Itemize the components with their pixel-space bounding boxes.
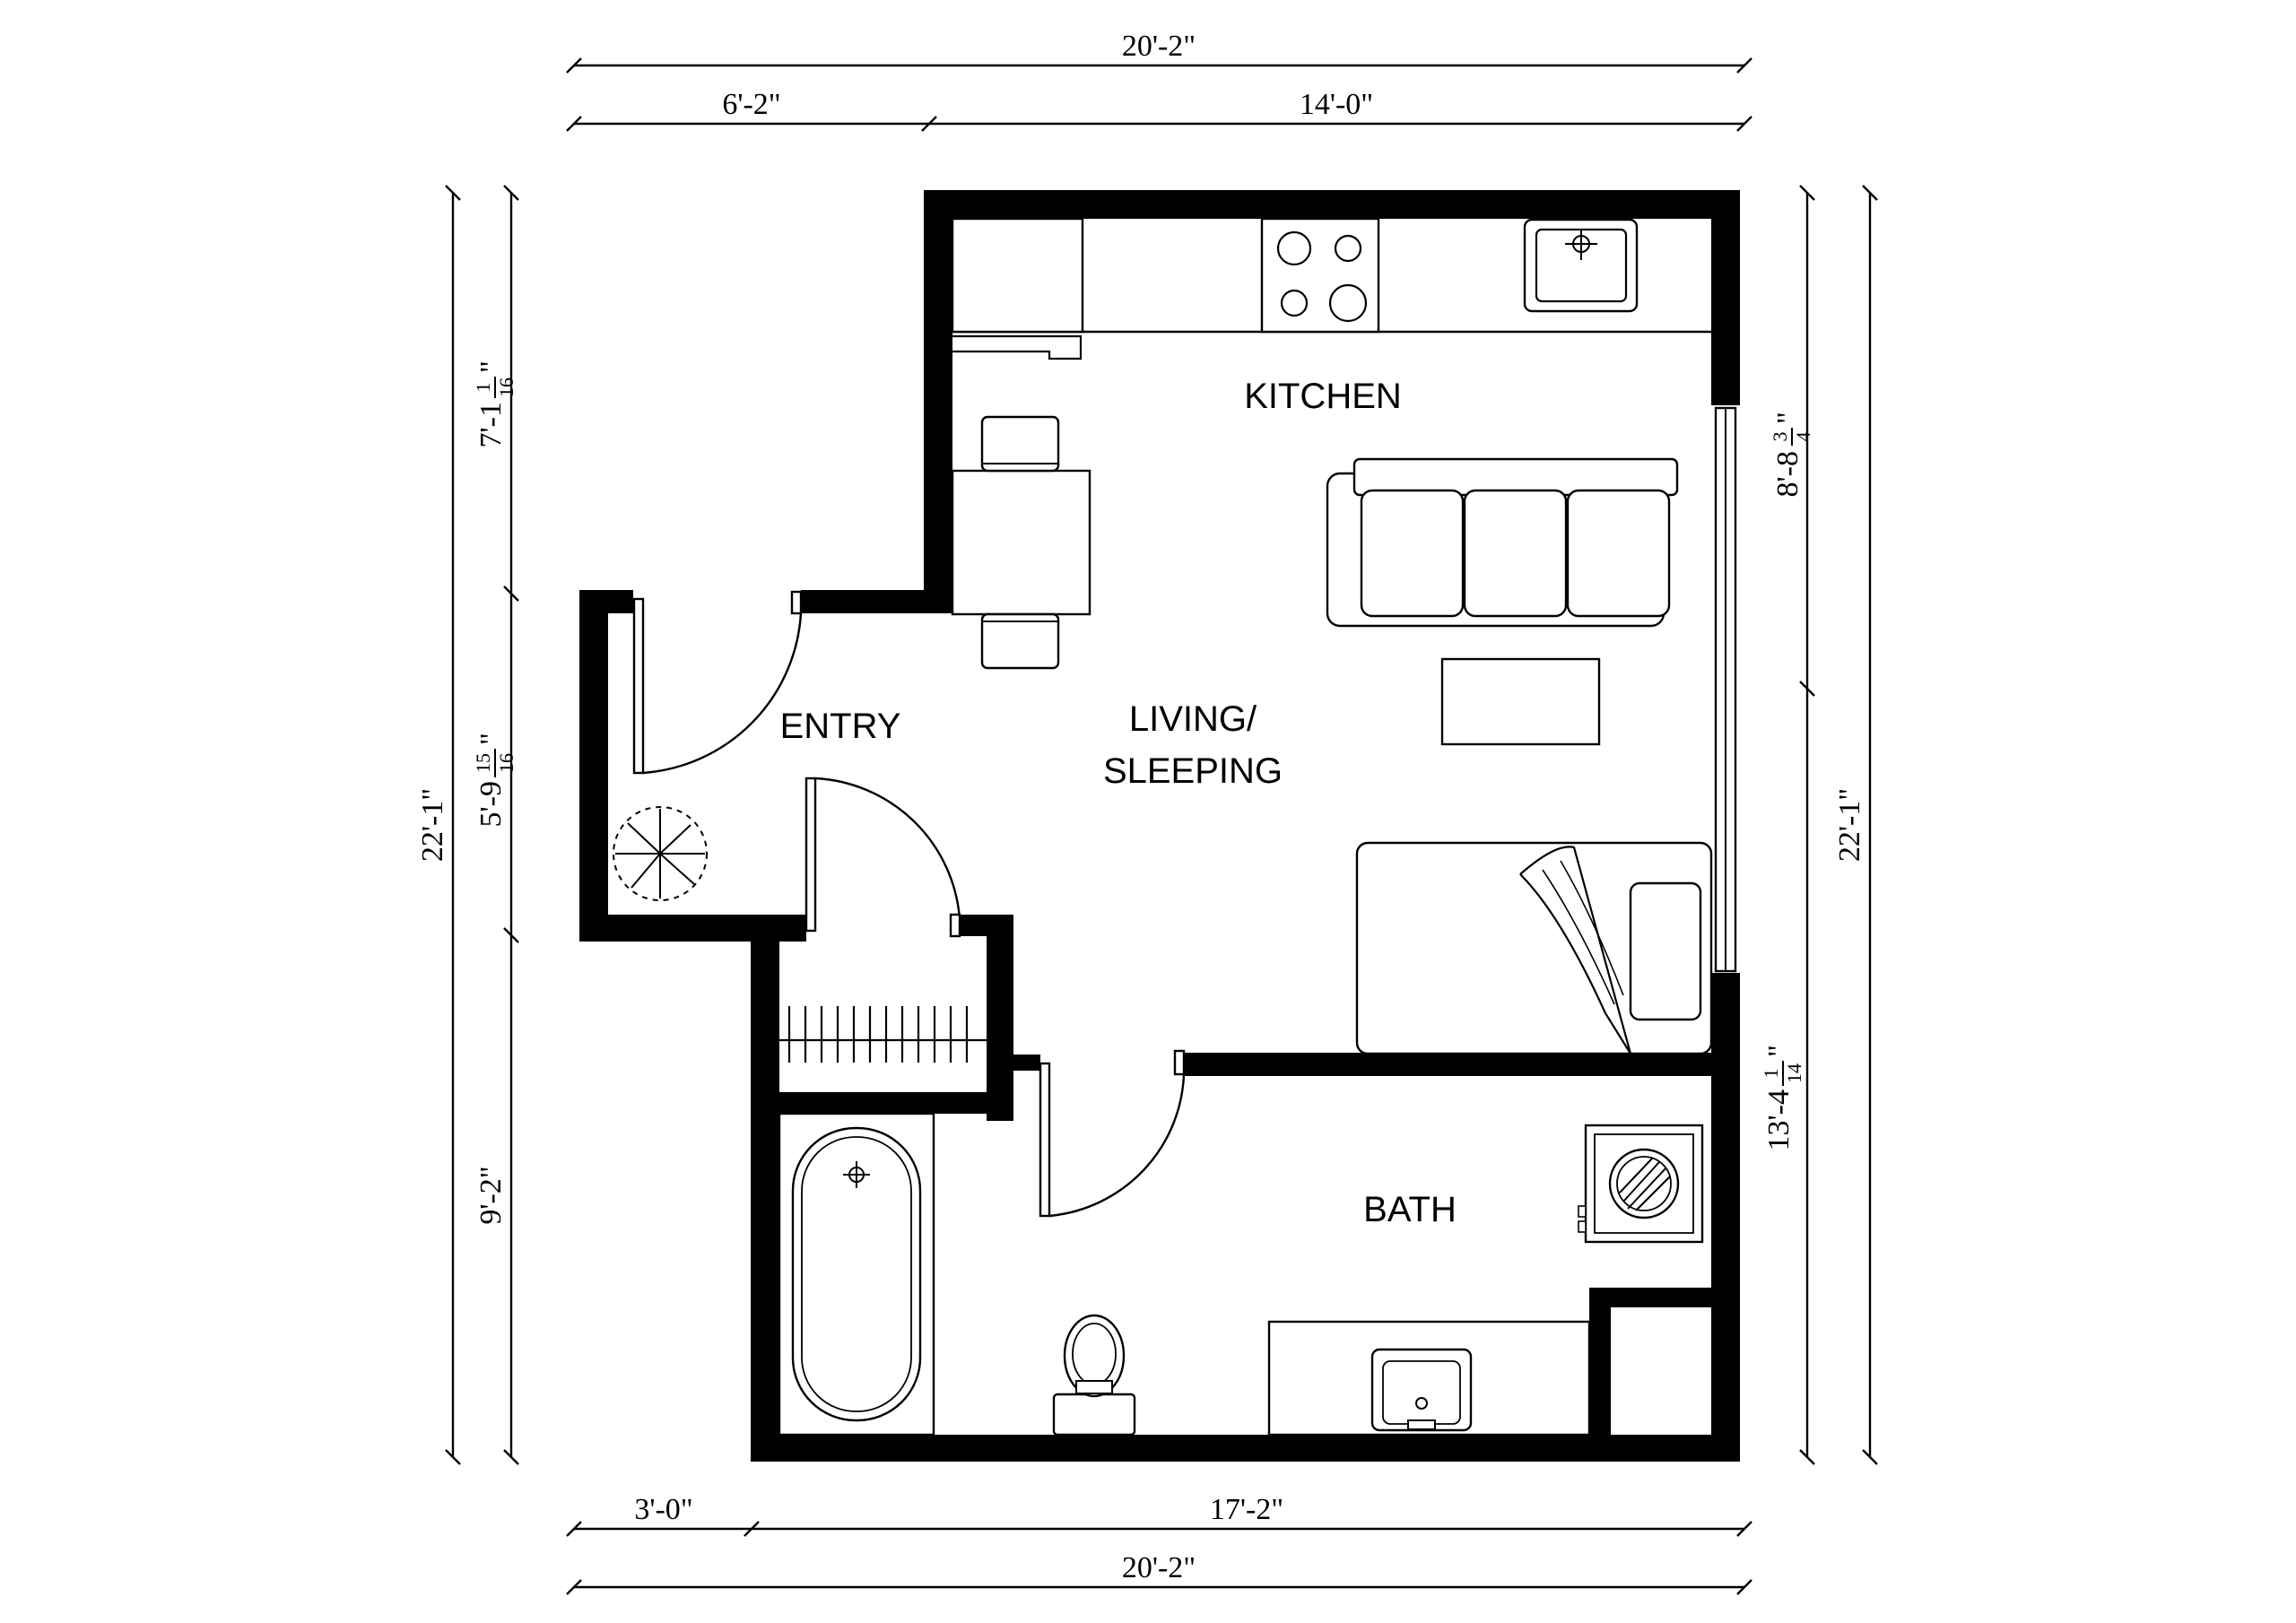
room-label-bath: BATH — [1363, 1190, 1457, 1229]
svg-text:": " — [1771, 412, 1805, 424]
svg-text:": " — [1762, 1045, 1796, 1057]
dim-left-lower: 9'-2" — [474, 1166, 508, 1224]
svg-text:1: 1 — [472, 383, 494, 393]
dim-right-lower: 13'-4 1 14 " — [1760, 1045, 1805, 1150]
svg-text:8'-8: 8'-8 — [1771, 451, 1805, 497]
dim-right-upper: 8'-8 3 4 " — [1769, 412, 1814, 497]
svg-text:": " — [474, 733, 508, 745]
svg-text:15: 15 — [472, 753, 494, 773]
coffee-table — [1440, 657, 1601, 746]
room-label-living: LIVING/ — [1129, 699, 1257, 739]
dim-bottom-left: 3'-0" — [634, 1493, 692, 1526]
dim-left-middle: 5'-9 15 16 " — [472, 733, 517, 827]
dim-bottom-total: 20'-2" — [1122, 1551, 1196, 1584]
bed — [1355, 841, 1713, 1055]
entry-door — [632, 590, 803, 775]
room-label-sleeping: SLEEPING — [1103, 751, 1283, 791]
toilet — [1052, 1314, 1136, 1436]
svg-text:5'-9: 5'-9 — [474, 781, 508, 827]
svg-text:3: 3 — [1769, 432, 1791, 442]
room-label-entry: ENTRY — [780, 707, 901, 746]
dim-top-left: 6'-2" — [722, 88, 780, 121]
dim-left-total: 22'-1" — [416, 788, 449, 862]
dining-table — [951, 415, 1091, 670]
kitchen-counter — [951, 217, 1711, 360]
bath-vanity — [1267, 1320, 1591, 1436]
washer — [1578, 1124, 1704, 1244]
walls — [579, 190, 1740, 1462]
room-label-kitchen: KITCHEN — [1244, 377, 1402, 416]
svg-text:7'-1: 7'-1 — [474, 402, 508, 447]
bathtub — [778, 1112, 935, 1436]
svg-text:14: 14 — [1783, 1063, 1805, 1083]
window — [1714, 406, 1737, 973]
svg-text:13'-4: 13'-4 — [1762, 1089, 1796, 1150]
kitchen-sink — [1523, 218, 1639, 313]
sofa — [1326, 457, 1679, 628]
stove — [1260, 217, 1380, 334]
bath-door — [1039, 1049, 1186, 1218]
dim-top-total: 20'-2" — [1122, 30, 1196, 63]
dim-bottom-right: 17'-2" — [1210, 1493, 1283, 1526]
dim-top-right: 14'-0" — [1300, 88, 1373, 121]
svg-text:": " — [474, 360, 508, 373]
svg-text:16: 16 — [495, 753, 517, 773]
svg-text:4: 4 — [1792, 432, 1814, 442]
closet-door — [804, 777, 961, 938]
dim-right-total: 22'-1" — [1833, 788, 1866, 862]
dimension-lines — [445, 57, 1878, 1595]
closet-shelf — [779, 1006, 987, 1063]
plant — [613, 806, 708, 901]
dim-left-upper: 7'-1 1 16 " — [472, 360, 517, 447]
svg-text:1: 1 — [1760, 1069, 1782, 1079]
svg-text:16: 16 — [495, 378, 517, 397]
